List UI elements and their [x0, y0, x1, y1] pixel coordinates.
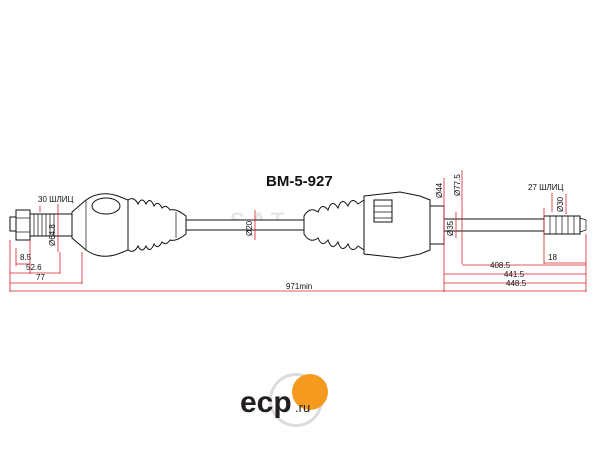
dim-18-label: 18: [548, 253, 557, 262]
right-flange: [429, 205, 445, 245]
tripod-roller: [373, 199, 393, 223]
dim-448-5-label: 448.5: [506, 279, 527, 288]
right-spline-lines: [549, 216, 575, 234]
left-diameter-label: Ø64.8: [48, 224, 57, 246]
right-spline-label: 27 ШЛИЦ: [528, 183, 563, 192]
right-stub-shaft: [443, 218, 545, 232]
diameter-30-label: Ø30: [556, 196, 565, 212]
dim-408-5-label: 408.5: [490, 261, 511, 270]
dim-77-label: 77: [36, 273, 45, 282]
diameter-77-label: Ø77.5: [453, 174, 462, 196]
ecp-logo: ecp .ru: [240, 373, 328, 427]
logo-orange-circle: [292, 374, 328, 410]
dim-52-6-label: 52.6: [26, 263, 42, 272]
logo-domain: .ru: [295, 400, 310, 415]
left-spline-label: 30 ШЛИЦ: [38, 195, 73, 204]
diameter-35-label: Ø35: [446, 220, 455, 236]
part-number: BM-5-927: [266, 173, 333, 190]
shaft-diameter-label: Ø20: [245, 220, 254, 236]
dim-441-5-label: 441.5: [504, 270, 525, 279]
left-boot: [127, 198, 187, 252]
dim-8-5-label: 8.5: [20, 253, 32, 262]
diameter-44-label: Ø44: [435, 182, 444, 198]
left-cv-ring: [91, 197, 121, 215]
total-length-label: 971min: [286, 282, 312, 291]
left-nut: [15, 209, 31, 241]
left-thread-tip: [9, 216, 17, 232]
right-boot: [303, 199, 365, 251]
left-spline-lines: [33, 214, 55, 236]
logo-text: ecp: [240, 386, 292, 419]
